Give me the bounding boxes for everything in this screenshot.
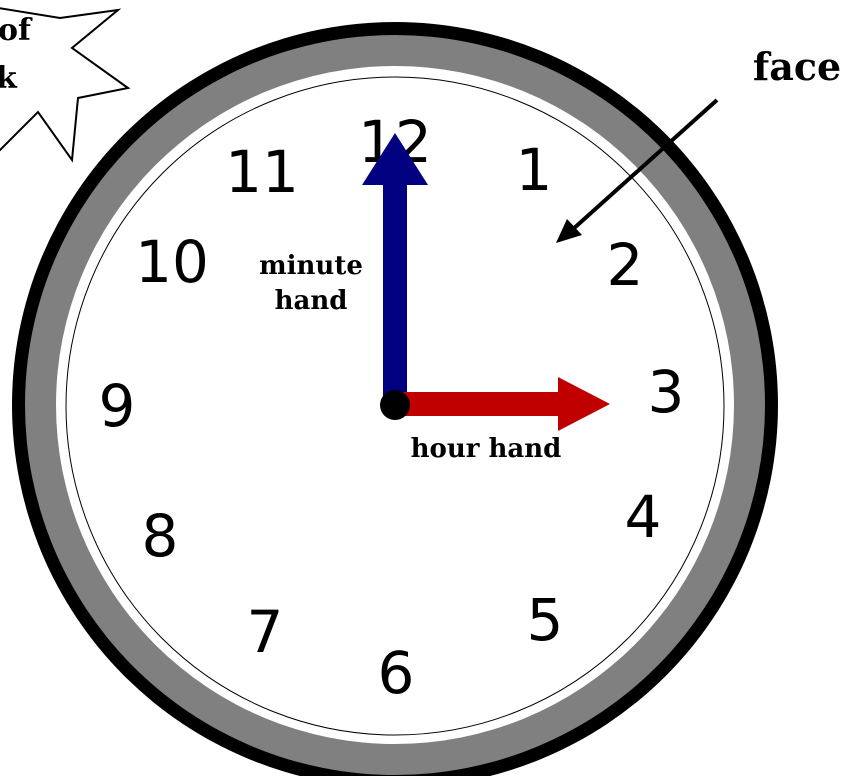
numeral-9: 9: [99, 372, 136, 440]
numeral-11: 11: [225, 138, 299, 206]
numeral-5: 5: [527, 586, 564, 654]
label-face: face: [753, 44, 841, 89]
numeral-6: 6: [378, 639, 415, 707]
hour-hand-shaft: [396, 392, 562, 416]
minute-hand-shaft: [383, 182, 407, 404]
label-minute-hand-line2: hand: [275, 286, 348, 316]
numeral-1: 1: [516, 136, 553, 204]
starburst-text-line2: k: [0, 61, 18, 96]
numeral-10: 10: [135, 228, 209, 296]
center-hub: [380, 390, 410, 420]
label-minute-hand-line1: minute: [259, 251, 363, 281]
numeral-4: 4: [625, 483, 662, 551]
starburst-text-line1: of: [0, 13, 33, 48]
numeral-2: 2: [607, 231, 644, 299]
numeral-3: 3: [648, 358, 685, 426]
numeral-8: 8: [142, 502, 179, 570]
label-hour-hand: hour hand: [411, 434, 562, 464]
numeral-7: 7: [247, 598, 284, 666]
